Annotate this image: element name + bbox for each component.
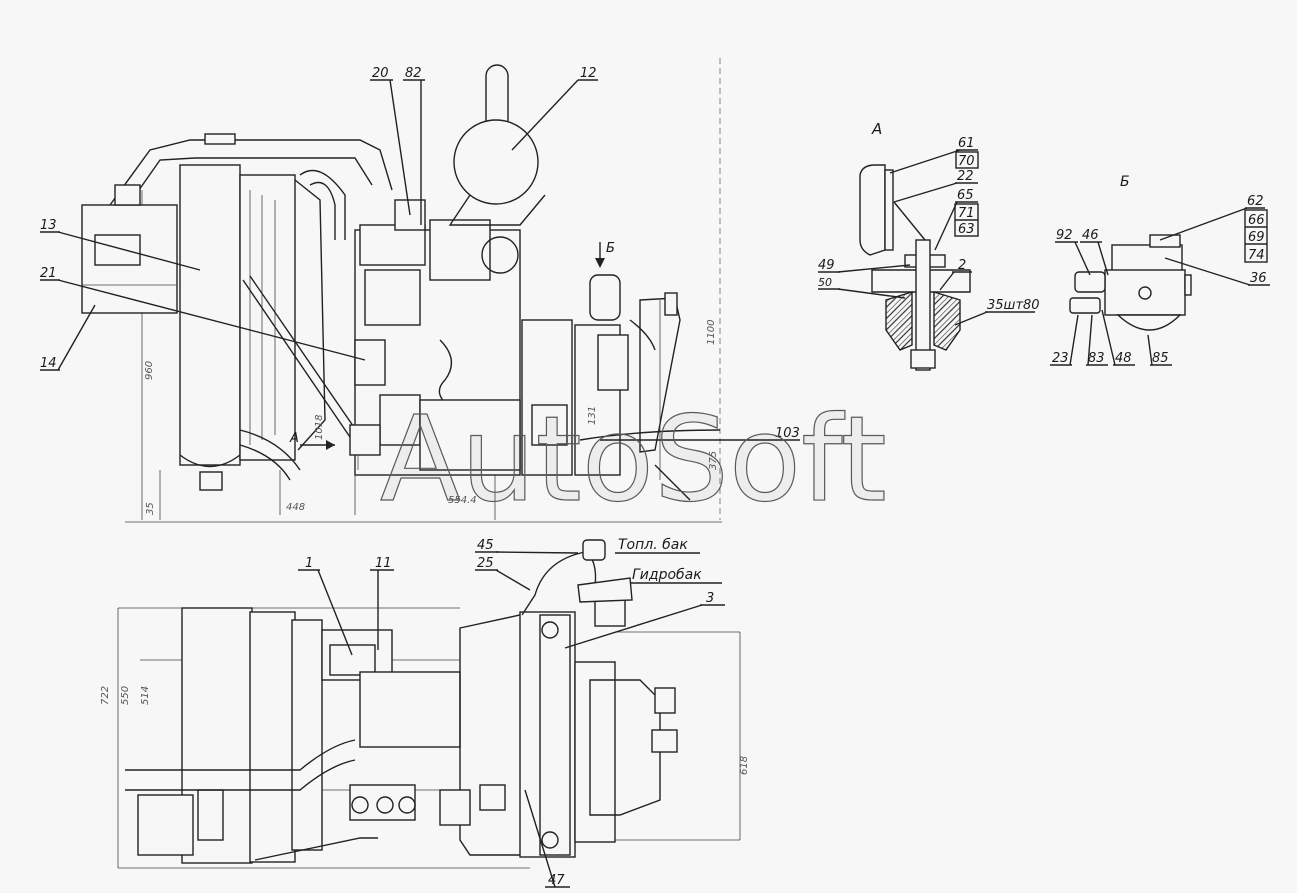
label-82: 82 [405,66,422,81]
dim-1100: 1100 [706,320,717,345]
label-74: 74 [1248,248,1265,263]
fuel-tank-callout: Топл. бак [618,537,688,553]
dim-618: 618 [739,756,750,775]
label-47: 47 [548,873,565,888]
label-61: 61 [958,136,975,151]
label-21: 21 [40,266,57,281]
label-22: 22 [957,169,974,184]
label-63: 63 [958,222,975,237]
label-20: 20 [372,66,389,81]
label-85: 85 [1152,351,1169,366]
label-92: 92 [1056,228,1073,243]
plan-view: 1 11 45 25 Топл. бак Гидробак 3 47 618 7… [100,537,750,888]
dim-375: 375 [708,451,719,470]
label-36: 36 [1250,271,1267,286]
view-a-arrow-label: А [289,431,299,446]
view-a-title: А [871,120,882,138]
label-83: 83 [1088,351,1105,366]
label-2: 2 [958,258,966,273]
dim-1018: 1018 [314,415,325,440]
dim-448: 448 [286,502,305,513]
label-35: 35шт80 [987,298,1040,313]
dim-550: 550 [120,686,131,705]
dim-554: 554.4 [448,495,477,506]
label-62: 62 [1247,194,1264,209]
label-25: 25 [477,556,494,571]
label-12: 12 [580,66,597,81]
label-13: 13 [40,218,57,233]
label-103: 103 [775,426,800,441]
label-50: 50 [818,276,832,289]
label-66: 66 [1248,213,1265,228]
dim-514: 514 [140,686,151,705]
watermark: AutoSoft [380,390,887,528]
label-1: 1 [305,556,313,571]
dim-35: 35 [145,502,156,515]
hydro-tank-callout: Гидробак [632,567,702,583]
label-3: 3 [706,591,714,606]
view-b-detail: Б 62 66 69 74 92 46 36 23 83 48 [1050,174,1270,366]
view-b-title: Б [1120,174,1130,190]
label-45: 45 [477,538,494,553]
label-11: 11 [375,556,392,571]
label-49: 49 [818,258,835,273]
label-14: 14 [40,356,57,371]
label-65: 65 [957,188,974,203]
view-b-arrow-label: Б [606,241,615,256]
label-23: 23 [1052,351,1069,366]
label-46: 46 [1082,228,1099,243]
label-69: 69 [1248,230,1265,245]
dim-131: 131 [587,406,598,425]
label-71: 71 [958,206,975,221]
side-view: А Б 12 20 82 13 21 14 103 960 448 554.4 … [40,58,800,523]
dim-960: 960 [144,361,155,380]
view-a-detail: А 61 70 22 65 71 63 49 50 2 [818,120,1040,371]
label-48: 48 [1115,351,1132,366]
label-70: 70 [958,154,975,169]
dim-722: 722 [100,686,111,705]
